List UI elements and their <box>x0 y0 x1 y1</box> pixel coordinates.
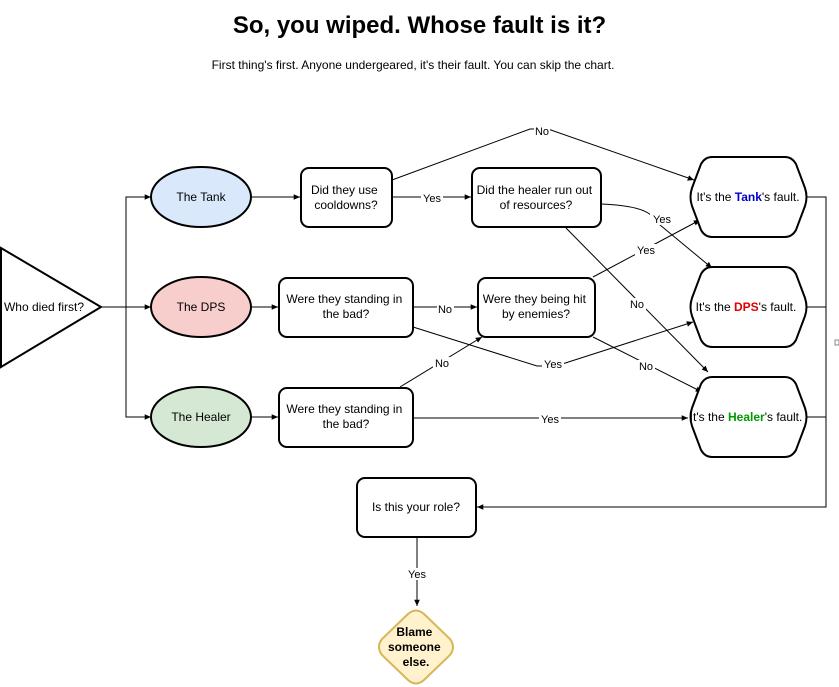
label-healer-bad-no: No <box>435 358 449 370</box>
healer-bad-line1: Were they standing in <box>286 402 402 416</box>
dps-node-label: The DPS <box>177 300 226 314</box>
fault-tank-node: It's the Tank's fault. <box>689 156 808 238</box>
fault-healer-pre: It's the <box>690 410 728 424</box>
healer-bad-question: Were they standing in the bad? <box>278 387 414 448</box>
fault-healer-post: 's fault. <box>765 410 803 424</box>
blame-line3: else. <box>403 655 430 669</box>
fault-healer-node: It's the Healer's fault. <box>689 376 808 458</box>
healer-bad-line2: the bad? <box>323 417 370 431</box>
tank-node: The Tank <box>150 166 252 228</box>
your-role-question: Is this your role? <box>356 477 477 538</box>
fault-dps-node: It's the DPS's fault. <box>689 266 808 348</box>
your-role-label: Is this your role? <box>372 500 460 514</box>
label-role-yes: Yes <box>408 569 426 581</box>
label-resources-yes: Yes <box>653 214 671 226</box>
blame-node: Blame someone else. <box>378 609 454 685</box>
fault-healer-role: Healer <box>728 410 765 424</box>
start-node-label: Who died first? <box>4 300 84 314</box>
fault-dps-pre: It's the <box>696 300 734 314</box>
dps-bad-line1: Were they standing in <box>286 292 402 306</box>
cooldowns-question-line1: Did they use <box>311 183 378 197</box>
fault-dps-post: 's fault. <box>759 300 797 314</box>
fault-tank-role: Tank <box>735 190 762 204</box>
cooldowns-question-line2: cooldowns? <box>314 198 378 212</box>
dps-bad-line2: the bad? <box>323 307 370 321</box>
svg-text:Were they standing in th: Were they standing in the bad? <box>286 402 405 431</box>
label-dps-bad-yes: Yes <box>544 359 562 371</box>
edge-start-to-healer <box>125 307 151 420</box>
tank-node-label: The Tank <box>176 190 226 204</box>
blame-line1: Blame <box>396 625 432 639</box>
fault-dps-role: DPS <box>734 300 759 314</box>
healer-resources-line1: Did the healer run out <box>477 183 593 197</box>
cooldowns-question: Did they use cooldowns? <box>300 167 393 228</box>
label-cooldowns-no: No <box>535 126 549 138</box>
edge-stub <box>834 339 839 346</box>
healer-resources-line2: of resources? <box>500 198 573 212</box>
fault-tank-pre: It's the <box>696 190 734 204</box>
dps-bad-question: Were they standing in the bad? <box>278 277 414 338</box>
svg-text:It's the Tank's fault.: It's the Tank's fault. <box>696 190 799 204</box>
hit-enemies-question: Were they being hit by enemies? <box>477 277 596 338</box>
label-cooldowns-yes: Yes <box>423 193 441 205</box>
fault-tank-post: 's fault. <box>762 190 800 204</box>
label-hit-yes: Yes <box>637 245 655 257</box>
healer-node-label: The Healer <box>171 410 230 424</box>
hit-enemies-line1: Were they being hit <box>483 292 587 306</box>
label-hit-no: No <box>639 361 653 373</box>
edge-start-to-tank <box>125 194 151 307</box>
blame-line2: someone <box>388 640 441 654</box>
hit-enemies-line2: by enemies? <box>502 307 570 321</box>
healer-node: The Healer <box>150 386 252 448</box>
svg-text:Blame someone else: Blame someone else. <box>388 625 444 669</box>
svg-text:Were they being hit by e: Were they being hit by enemies? <box>483 292 590 321</box>
edge-faults-to-role <box>477 196 827 510</box>
svg-text:It's the DPS's fault.: It's the DPS's fault. <box>696 300 797 314</box>
svg-text:It's the Healer's fault.: It's the Healer's fault. <box>690 410 803 424</box>
label-resources-no: No <box>630 299 644 311</box>
chart-subtitle: First thing's first. Anyone undergeared,… <box>211 58 615 72</box>
svg-text:Did they use cooldowns?: Did they use cooldowns? <box>311 183 381 212</box>
dps-node: The DPS <box>150 276 252 338</box>
label-healer-bad-yes: Yes <box>541 414 559 426</box>
label-dps-bad-no: No <box>438 304 452 316</box>
svg-text:Were they standing in th: Were they standing in the bad? <box>286 292 405 321</box>
healer-resources-question: Did the healer run out of resources? <box>471 167 602 228</box>
start-node: Who died first? <box>0 246 103 369</box>
svg-text:Did the healer run out o: Did the healer run out of resources? <box>477 183 596 212</box>
chart-title: So, you wiped. Whose fault is it? <box>232 12 607 39</box>
